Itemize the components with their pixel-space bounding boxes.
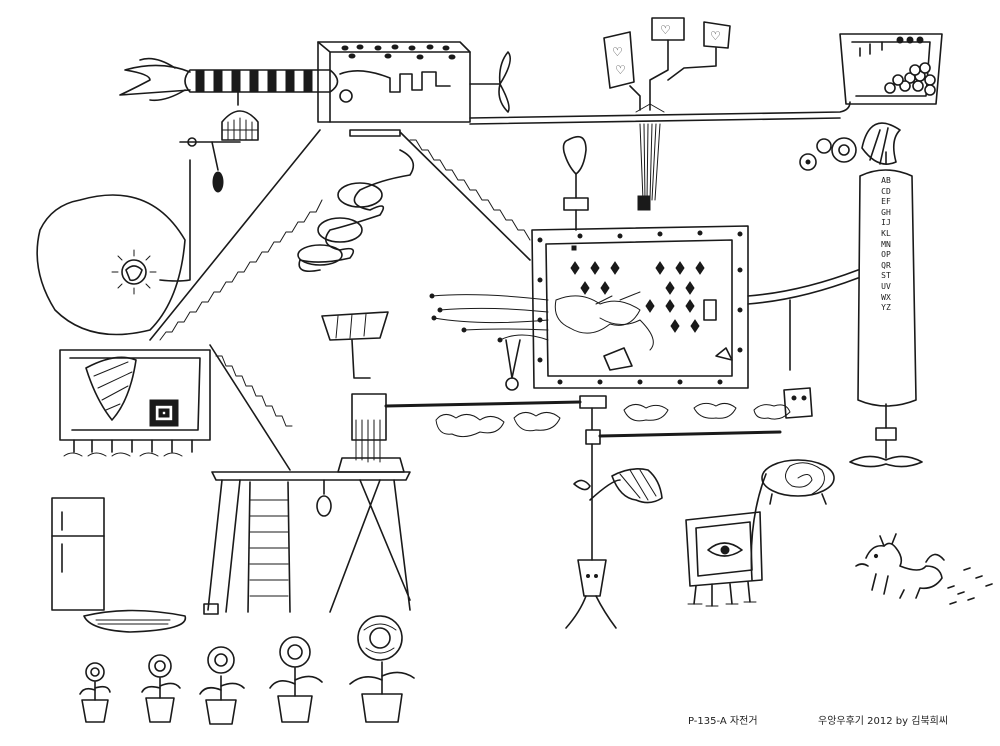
alphabet-text: ABCDEFGHIJKLMNOPQRSTUVWXYZ bbox=[881, 176, 891, 313]
eye-tv bbox=[685, 511, 763, 607]
top-machine-box bbox=[317, 41, 511, 137]
caption-right: 우앙우후기 2012 by 김북희씨 bbox=[818, 716, 949, 727]
hanging-threads bbox=[637, 123, 661, 211]
caption-left: P-135-A 자전거 bbox=[688, 716, 758, 727]
dog-trail-dots bbox=[947, 567, 993, 605]
flower-pot-1 bbox=[79, 662, 111, 723]
svg-text:♡: ♡ bbox=[612, 45, 623, 59]
scissors bbox=[505, 339, 521, 391]
flower-pot-4 bbox=[269, 636, 323, 723]
svg-text:♡: ♡ bbox=[710, 29, 721, 43]
funnel-tower bbox=[321, 311, 405, 473]
staircase-right bbox=[399, 131, 531, 261]
cloud-puffs bbox=[435, 402, 791, 438]
flower-pot-5 bbox=[349, 615, 415, 723]
heart-frames: ♡ ♡ ♡ ♡ bbox=[603, 17, 731, 113]
alphabet-cylinder bbox=[849, 151, 923, 468]
sun-bubble bbox=[36, 159, 191, 336]
staircase-lower bbox=[209, 344, 293, 471]
target-box bbox=[59, 349, 211, 457]
flower-pot-2 bbox=[141, 654, 181, 723]
top-pipe bbox=[469, 101, 851, 125]
right-pipe bbox=[747, 269, 859, 419]
central-panel bbox=[531, 225, 749, 389]
scaffold-table bbox=[203, 471, 411, 615]
striped-rocket-tube bbox=[119, 57, 339, 102]
staircase-left bbox=[149, 129, 323, 341]
vertical-post bbox=[565, 395, 663, 629]
fridge bbox=[51, 497, 187, 633]
horizontal-rod bbox=[384, 400, 782, 438]
balloon bbox=[562, 135, 589, 231]
tentacle-wires bbox=[429, 293, 549, 343]
spiral-disk bbox=[750, 459, 835, 581]
svg-text:♡: ♡ bbox=[660, 23, 671, 37]
coil-spring bbox=[297, 149, 415, 273]
dog bbox=[855, 533, 945, 599]
svg-text:♡: ♡ bbox=[615, 63, 626, 77]
hanging-cage bbox=[221, 91, 259, 141]
ball-bin-box bbox=[839, 33, 943, 105]
flower-pot-3 bbox=[199, 646, 245, 725]
gear-cluster bbox=[799, 122, 901, 171]
pull-string-gadget bbox=[179, 137, 241, 193]
